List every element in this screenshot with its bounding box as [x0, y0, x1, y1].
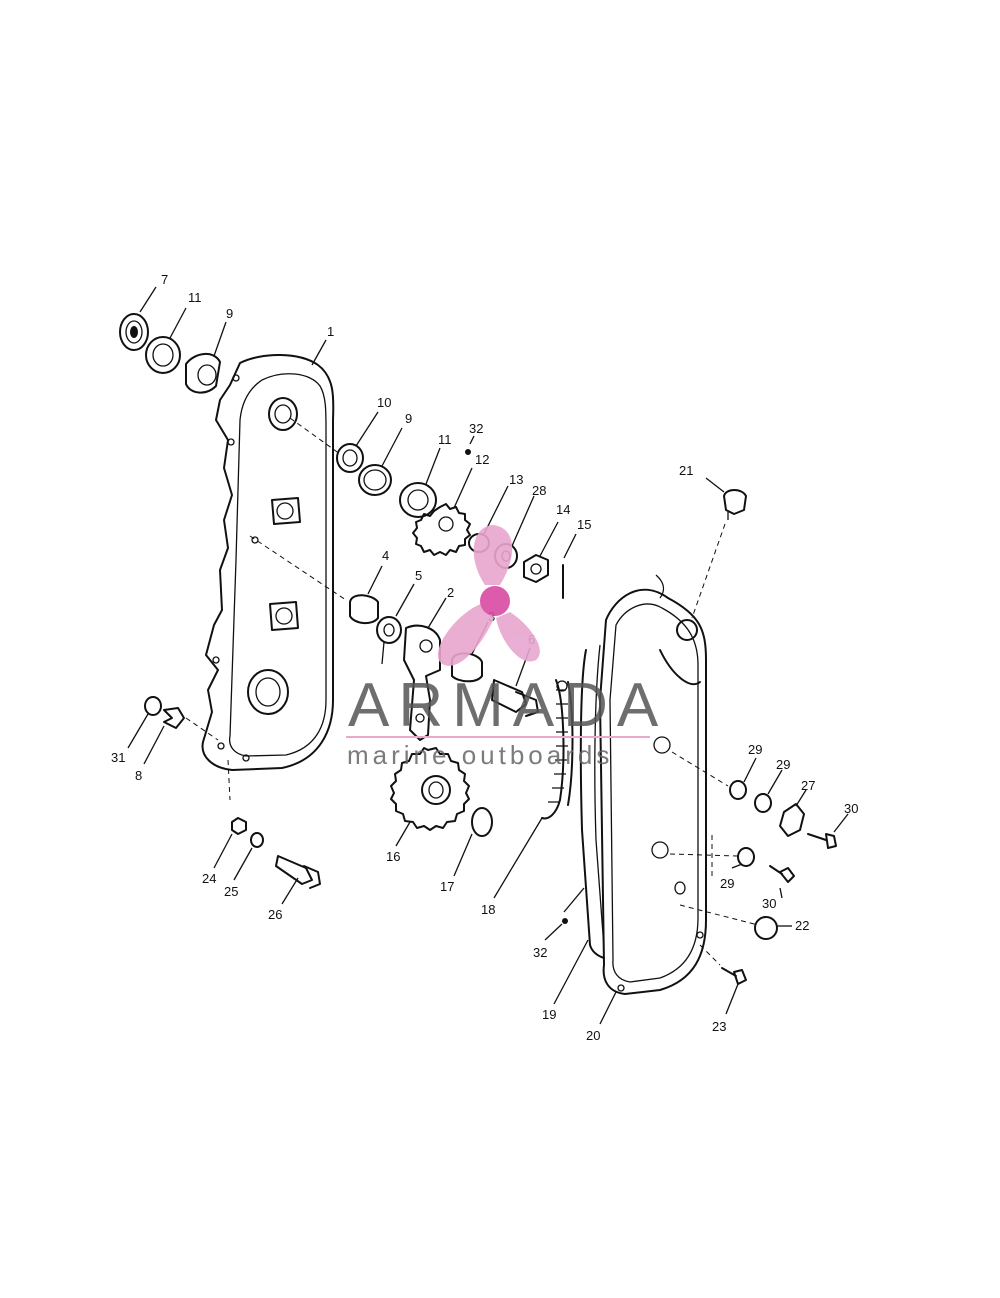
alignment-lines [185, 417, 759, 966]
part-label-12: 12 [475, 452, 489, 467]
logo-blade-top [473, 525, 513, 585]
part-label-16: 16 [386, 849, 400, 864]
part-label-26: 26 [268, 907, 282, 922]
part-label-31: 31 [111, 750, 125, 765]
sprocket-16 [390, 747, 470, 831]
part-label-30-b: 30 [762, 896, 776, 911]
part-label-18: 18 [481, 902, 495, 917]
part-label-15: 15 [577, 517, 591, 532]
bolt-6 [491, 679, 539, 717]
bushing-9-middle [358, 464, 392, 496]
sprocket-12 [412, 503, 471, 556]
washer-25 [250, 832, 264, 848]
tensioner-arm-2 [403, 624, 441, 741]
part-label-11-middle: 11 [438, 432, 452, 447]
bearing-11-upper [145, 336, 181, 374]
part-label-27: 27 [801, 778, 815, 793]
bolt-30-a [807, 833, 837, 849]
washer-29-a [729, 780, 747, 800]
nut-24 [231, 817, 247, 835]
part-number-labels: 7 11 9 1 10 9 11 32 12 13 28 14 15 4 5 2… [111, 272, 858, 1043]
part-label-8: 8 [135, 768, 142, 783]
armada-watermark: ARMADA marine outboards [346, 525, 667, 770]
drive-chain-18 [541, 679, 574, 820]
clip-8 [163, 707, 185, 729]
part-label-19: 19 [542, 1007, 556, 1022]
part-label-2: 2 [447, 585, 454, 600]
part-label-28: 28 [532, 483, 546, 498]
part-label-9-upper: 9 [226, 306, 233, 321]
watermark-title: ARMADA [348, 671, 667, 740]
part-label-22: 22 [795, 918, 809, 933]
part-label-24: 24 [202, 871, 216, 886]
seal-10 [336, 443, 364, 473]
bolt-23 [721, 967, 747, 985]
part-label-13: 13 [509, 472, 523, 487]
part-label-14: 14 [556, 502, 570, 517]
part-label-20: 20 [586, 1028, 600, 1043]
part-label-32-upper: 32 [469, 421, 483, 436]
part-label-23: 23 [712, 1019, 726, 1034]
spacer-4 [349, 594, 379, 624]
idler-5 [376, 616, 402, 665]
washer-29-b [754, 793, 772, 813]
part-label-17: 17 [440, 879, 454, 894]
plug-22 [754, 916, 778, 940]
part-label-32-lower: 32 [533, 945, 547, 960]
part-label-9-middle: 9 [405, 411, 412, 426]
right-chaincase-cover [599, 574, 707, 995]
part-label-4: 4 [382, 548, 389, 563]
part-label-5: 5 [415, 568, 422, 583]
grease-fitting-32-lower [562, 918, 568, 924]
plug-21 [723, 489, 747, 520]
leader-lines [127, 286, 849, 1025]
bushing-9-upper [185, 353, 221, 394]
washer-29-c [737, 847, 755, 867]
part-label-30-a: 30 [844, 801, 858, 816]
logo-hub [480, 586, 510, 616]
part-label-1: 1 [327, 324, 334, 339]
part-label-29-b: 29 [776, 757, 790, 772]
logo-blade-right [496, 612, 540, 662]
part-label-29-c: 29 [720, 876, 734, 891]
grease-fitting-32-upper [465, 449, 471, 455]
bolt-30-b [769, 865, 795, 883]
propeller-logo [437, 525, 540, 666]
bearing-11-middle [399, 482, 437, 518]
part-label-25: 25 [224, 884, 238, 899]
oil-seal-7 [119, 313, 149, 351]
part-label-29-a: 29 [748, 742, 762, 757]
bolt-26 [275, 855, 321, 889]
nut-14 [523, 554, 549, 583]
part-label-10: 10 [377, 395, 391, 410]
bracket-27 [779, 803, 805, 837]
washer-31 [144, 696, 162, 716]
part-label-7: 7 [161, 272, 168, 287]
snap-ring-17 [471, 807, 493, 837]
watermark-subtitle: marine outboards [347, 740, 613, 770]
left-chaincase-cover [201, 354, 335, 771]
chain-guide [579, 644, 605, 959]
logo-blade-left [437, 603, 494, 666]
part-label-21: 21 [679, 463, 693, 478]
part-label-11-upper: 11 [188, 290, 202, 305]
